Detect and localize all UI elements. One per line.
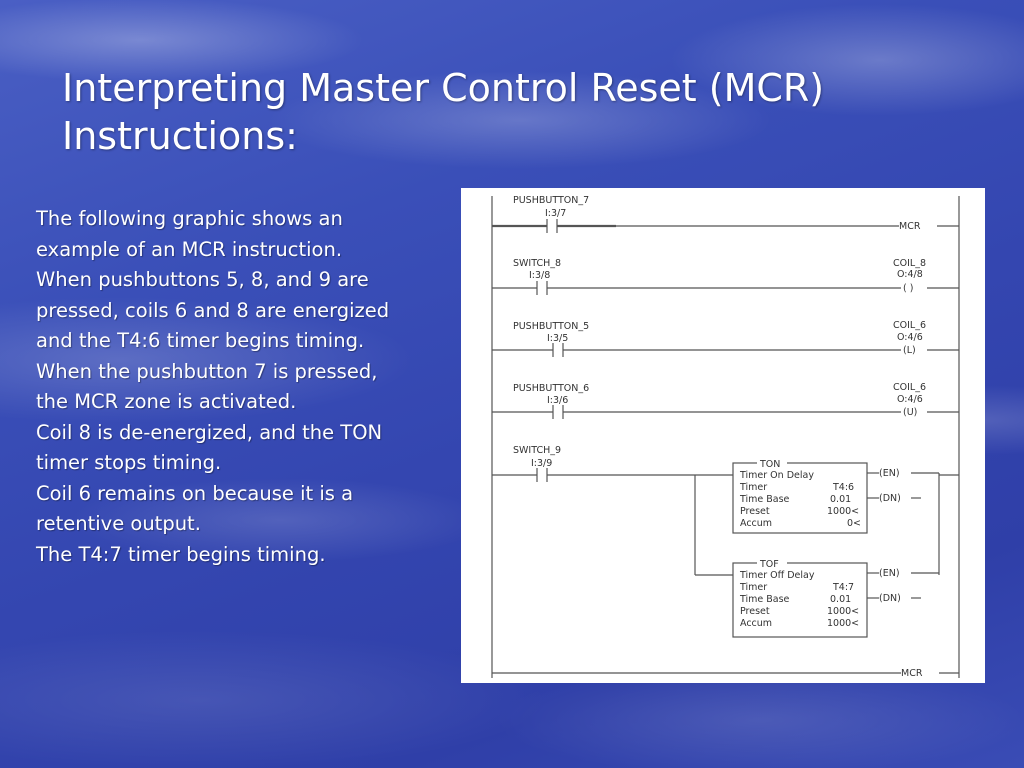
tof-accum-value: 1000< [827,618,859,629]
ton-preset-label: Preset [740,506,770,517]
slide-title-line-1: Interpreting Master Control Reset (MCR) [62,66,825,110]
rung2-input-name: SWITCH_8 [513,258,561,269]
ladder-diagram: PUSHBUTTON_7 I:3/7 MCR SWITCH_8 I:3/8 CO… [461,188,985,683]
ton-timer-value: T4:6 [832,482,854,493]
tof-timer-label: Timer [739,582,767,593]
rung-3: PUSHBUTTON_5 I:3/5 COIL_6 O:4/6 (L) [492,320,959,357]
rung-1-mcr-start: PUSHBUTTON_7 I:3/7 MCR [492,195,959,233]
rung4-input-addr: I:3/6 [547,395,568,406]
rung3-coil-addr: O:4/6 [897,332,923,343]
tof-header: TOF [759,559,779,570]
rung2-coil-addr: O:4/8 [897,269,923,280]
rung1-mcr-output: MCR [899,221,921,232]
ton-accum-label: Accum [740,518,772,529]
slide-title-line-2: Instructions: [62,114,298,158]
tof-timebase-label: Time Base [739,594,790,605]
rung6-mcr-output: MCR [901,668,923,679]
tof-timer-value: T4:7 [832,582,854,593]
rung-6-mcr-end: MCR [492,668,959,679]
tof-dn-output: (DN) [879,593,901,604]
slide-title: Interpreting Master Control Reset (MCR) … [62,64,942,160]
rung4-coil-name: COIL_6 [893,382,926,393]
rung2-input-addr: I:3/8 [529,270,550,281]
rung2-coil-symbol: ( ) [903,283,913,294]
rung4-coil-symbol: (U) [903,407,917,418]
ton-timebase-value: 0.01 [830,494,851,505]
tof-accum-label: Accum [740,618,772,629]
rung5-input-addr: I:3/9 [531,458,552,469]
tof-preset-label: Preset [740,606,770,617]
body-paragraph-1: The following graphic shows an example o… [36,207,343,261]
ton-preset-value: 1000< [827,506,859,517]
rung3-input-addr: I:3/5 [547,333,568,344]
tof-timer-block [732,562,868,638]
rung1-input-addr: I:3/7 [545,208,566,219]
ton-accum-value: 0< [847,518,861,529]
ton-en-output: (EN) [879,468,900,479]
rung2-coil-name: COIL_8 [893,258,926,269]
tof-preset-value: 1000< [827,606,859,617]
body-paragraph-2: When pushbuttons 5, 8, and 9 are pressed… [36,268,390,352]
ton-timer-label: Timer [739,482,767,493]
ladder-diagram-svg: PUSHBUTTON_7 I:3/7 MCR SWITCH_8 I:3/8 CO… [491,195,960,679]
slide-body-text: The following graphic shows an example o… [36,204,396,570]
rung-5-timers: SWITCH_9 I:3/9 TON Timer On Delay Timer … [492,445,959,638]
tof-type: Timer Off Delay [739,570,815,581]
body-paragraph-6: The T4:7 timer begins timing. [36,542,326,566]
rung4-input-name: PUSHBUTTON_6 [513,383,589,394]
tof-en-output: (EN) [879,568,900,579]
ton-timebase-label: Time Base [739,494,790,505]
rung5-input-name: SWITCH_9 [513,445,561,456]
ton-header: TON [759,459,780,470]
rung4-coil-addr: O:4/6 [897,394,923,405]
tof-timebase-value: 0.01 [830,594,851,605]
rung3-coil-symbol: (L) [903,345,916,356]
rung-2: SWITCH_8 I:3/8 COIL_8 O:4/8 ( ) [492,258,959,295]
ton-type: Timer On Delay [739,470,814,481]
body-paragraph-3: When the pushbutton 7 is pressed, the MC… [36,359,378,414]
body-paragraph-5: Coil 6 remains on because it is a retent… [36,481,354,536]
rung3-input-name: PUSHBUTTON_5 [513,321,589,332]
ton-dn-output: (DN) [879,493,901,504]
rung3-coil-name: COIL_6 [893,320,926,331]
rung-4: PUSHBUTTON_6 I:3/6 COIL_6 O:4/6 (U) [492,382,959,419]
rung1-input-name: PUSHBUTTON_7 [513,195,589,206]
ton-timer-block [732,462,868,534]
body-paragraph-4: Coil 8 is de-energized, and the TON time… [36,420,383,475]
